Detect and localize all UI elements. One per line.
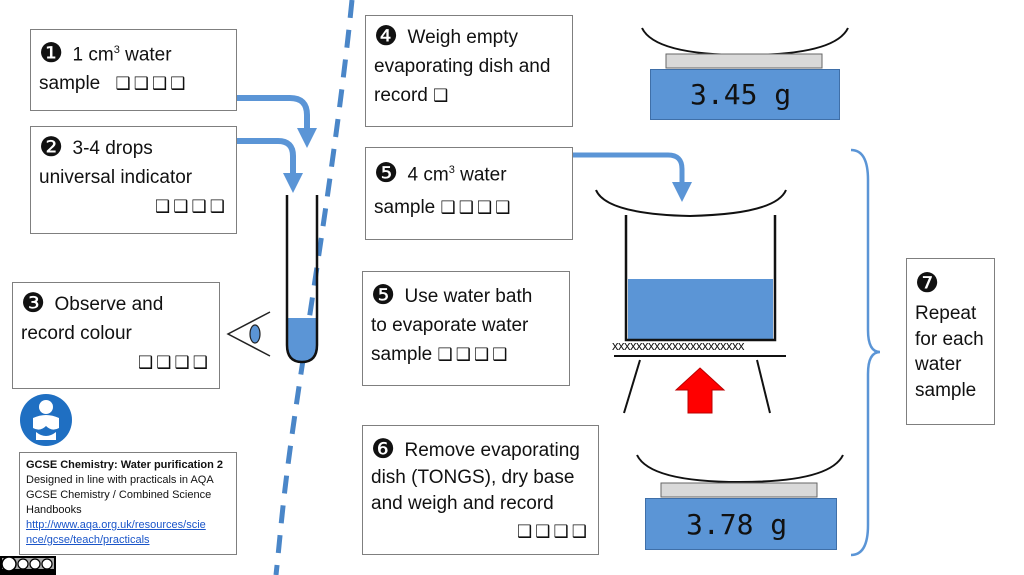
- repeat-brace: [850, 148, 881, 557]
- safety-goggles-icon: [20, 394, 72, 446]
- step-4-text-b: evaporating dish and: [374, 56, 551, 77]
- step-5a-line-2: sample ❑❑❑❑: [374, 193, 564, 223]
- step-5a-number: ❺: [374, 158, 399, 190]
- step-6-text-c: and weigh and record: [371, 493, 554, 514]
- step-5b-number: ❺: [371, 280, 396, 311]
- step-3-text-b: record colour: [21, 323, 132, 344]
- step-2-line-1: ❷ 3-4 drops: [39, 133, 228, 163]
- cc-by-nc-sa-icon: [0, 556, 56, 575]
- step-7-text-d: sample: [915, 379, 977, 401]
- step-2-checkboxes[interactable]: ❑❑❑❑: [155, 197, 228, 217]
- step-1-superscript: 3: [113, 44, 120, 56]
- step-5a-checkboxes[interactable]: ❑❑❑❑: [440, 198, 514, 219]
- step-7-text-a: Repeat: [915, 303, 977, 324]
- step-5a-line-1: ❺ 4 cm3 water: [374, 156, 564, 189]
- step-6-text-a: Remove evaporating: [404, 440, 580, 461]
- step-3-line-1: ❸ Observe and: [21, 289, 211, 319]
- arrow-step2-to-tube: [236, 138, 303, 193]
- step-5b-checkboxes[interactable]: ❑❑❑❑: [437, 345, 511, 365]
- step-1-line-2: sample ❑❑❑❑: [39, 69, 228, 99]
- info-box: GCSE Chemistry: Water purification 2 Des…: [19, 452, 237, 555]
- info-link[interactable]: http://www.aqa.org.uk/resources/scie nce…: [26, 519, 206, 546]
- bottom-balance: [636, 454, 844, 498]
- step-2-text-b: universal indicator: [39, 167, 193, 188]
- step-5b-text-a: Use water bath: [404, 286, 533, 307]
- step-1-text-c: sample: [39, 73, 101, 95]
- step-1-text-a: 1 cm: [72, 44, 114, 66]
- step-3-number: ❸: [21, 288, 46, 319]
- step-3-checkboxes[interactable]: ❑❑❑❑: [138, 353, 211, 373]
- info-link-line-1: http://www.aqa.org.uk/resources/scie: [26, 519, 206, 531]
- step-5b-text-c: sample: [371, 344, 433, 365]
- tripod: [614, 355, 786, 414]
- eye-icon: [226, 311, 271, 357]
- step-5b-text-b: to evaporate water: [371, 315, 529, 336]
- step-3-box: ❸ Observe and record colour ❑❑❑❑: [12, 282, 220, 389]
- step-7-box: ❼ Repeat for each water sample: [906, 258, 995, 425]
- gauze-label: xxxxxxxxxxxxxxxxxxxxxx: [612, 338, 745, 353]
- step-6-box: ❻ Remove evaporating dish (TONGS), dry b…: [362, 425, 599, 555]
- step-4-checkbox[interactable]: ❑: [433, 86, 452, 106]
- step-6-line-1: ❻ Remove evaporating: [371, 435, 590, 465]
- step-1-box: ❶ 1 cm3 water sample ❑❑❑❑: [30, 29, 237, 111]
- step-1-number: ❶: [39, 38, 64, 70]
- top-balance-display: 3.45 g: [650, 69, 840, 120]
- step-5b-box: ❺ Use water bath to evaporate water samp…: [362, 271, 570, 386]
- water-bath: [595, 189, 787, 342]
- arrow-step1-to-tube: [236, 95, 317, 148]
- step-4-box: ❹ Weigh empty evaporating dish and recor…: [365, 15, 573, 127]
- step-7-text-c: water: [915, 354, 962, 375]
- heat-arrow-icon: [674, 367, 726, 414]
- step-3-text-a: Observe and: [54, 294, 164, 315]
- step-5b-line-1: ❺ Use water bath: [371, 281, 561, 311]
- top-balance-reading: 3.45 g: [690, 78, 792, 111]
- step-4-line-3: record ❑: [374, 81, 564, 111]
- step-7-text-b: for each: [915, 328, 984, 350]
- info-title: GCSE Chemistry: Water purification 2: [26, 459, 224, 471]
- bottom-balance-display: 3.78 g: [645, 498, 837, 550]
- bottom-balance-reading: 3.78 g: [686, 508, 788, 541]
- top-balance: [641, 27, 849, 69]
- step-5a-text-c: sample: [374, 197, 436, 219]
- step-4-number: ❹: [374, 21, 399, 52]
- step-5a-box: ❺ 4 cm3 water sample ❑❑❑❑: [365, 147, 573, 240]
- step-1-line-1: ❶ 1 cm3 water: [39, 36, 228, 69]
- step-5a-superscript: 3: [448, 164, 455, 176]
- step-6-text-b: dish (TONGS), dry base: [371, 467, 575, 488]
- step-1-text-b: water: [119, 44, 172, 66]
- info-line-2: GCSE Chemistry / Combined Science: [26, 489, 212, 501]
- test-tube: [285, 195, 319, 364]
- step-1-checkboxes[interactable]: ❑❑❑❑: [115, 74, 189, 95]
- step-2-box: ❷ 3-4 drops universal indicator ❑❑❑❑: [30, 126, 237, 234]
- info-line-1: Designed in line with practicals in AQA: [26, 474, 214, 486]
- step-7-number: ❼: [915, 268, 940, 299]
- step-4-line-1: ❹ Weigh empty: [374, 22, 564, 52]
- info-line-3: Handbooks: [26, 504, 82, 516]
- arrow-step5-to-dish: [572, 152, 692, 202]
- step-5b-line-3: sample ❑❑❑❑: [371, 340, 561, 370]
- step-4-text-a: Weigh empty: [407, 27, 519, 48]
- step-4-text-c: record: [374, 85, 428, 106]
- section-divider: [273, 0, 355, 575]
- step-6-checkboxes[interactable]: ❑❑❑❑: [517, 522, 590, 542]
- step-5a-text-b: water: [454, 164, 507, 186]
- step-6-number: ❻: [371, 434, 396, 465]
- step-2-text-a: 3-4 drops: [72, 138, 153, 159]
- info-link-line-2: nce/gcse/teach/practicals: [26, 534, 150, 546]
- step-2-number: ❷: [39, 132, 64, 163]
- step-5a-text-a: 4 cm: [407, 164, 449, 186]
